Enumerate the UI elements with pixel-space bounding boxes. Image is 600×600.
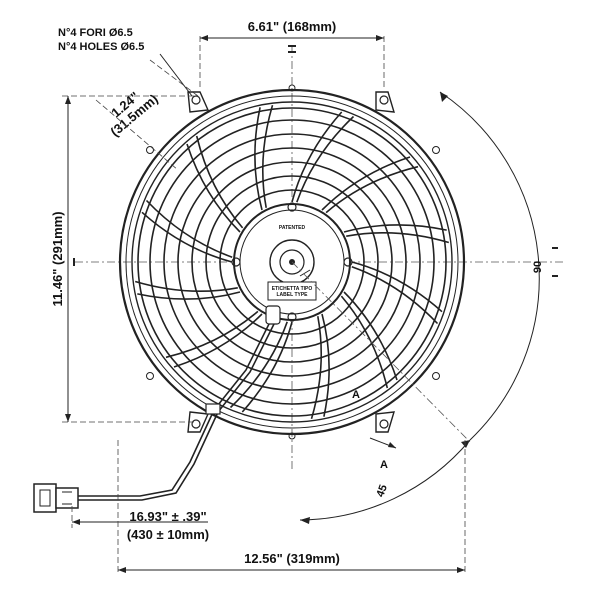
grille-rings xyxy=(137,107,447,417)
dim-width: 12.56" (319mm) xyxy=(117,440,466,575)
grille-ring xyxy=(177,147,407,377)
grille-ring xyxy=(191,161,393,363)
grille-spoke xyxy=(173,313,263,368)
mounting-tab-top-right xyxy=(375,91,395,113)
hub-label-it: ETICHETTA TIPO xyxy=(272,286,313,292)
cable-grommet xyxy=(265,305,281,325)
dim-top: 6.61" (168mm) xyxy=(199,19,385,90)
mounting-tab-bottom-right xyxy=(375,411,395,433)
label-area xyxy=(267,281,317,301)
grille-ring xyxy=(163,133,421,391)
grille-ring xyxy=(219,189,365,335)
cable-clip xyxy=(205,403,221,415)
grille-spoke xyxy=(229,321,288,409)
grille-spoke xyxy=(134,280,238,293)
hub-screw-bottom xyxy=(287,312,297,322)
dim-top-text: 6.61" (168mm) xyxy=(248,19,337,34)
mounting-tab-bottom-left xyxy=(187,411,210,433)
grille-spoke xyxy=(343,224,447,233)
grille-spoke xyxy=(145,199,233,258)
angle-90-text: 90 xyxy=(532,261,544,273)
angle-arc: 90 45 xyxy=(291,91,558,524)
holes-note-it: N°4 FORI Ø6.5 xyxy=(58,27,133,39)
grille-spoke xyxy=(195,135,244,229)
grille-spoke xyxy=(261,104,274,208)
connector xyxy=(33,483,79,513)
dim-cable: 16.93" ± .39" (430 ± 10mm) xyxy=(71,506,209,542)
grille-spoke xyxy=(137,291,241,300)
dim-cable-mm: (430 ± 10mm) xyxy=(127,527,209,542)
hub-label-en: LABEL TYPE xyxy=(276,292,308,298)
section-mark-blade: A xyxy=(352,389,360,401)
fan-frame xyxy=(118,84,466,440)
dim-height: 11.46" (291mm) xyxy=(50,95,196,423)
grille-spoke xyxy=(351,266,439,325)
grille-spoke xyxy=(254,107,263,211)
holes-note-en: N°4 HOLES Ø6.5 xyxy=(58,41,144,53)
grille-spoke xyxy=(325,165,419,214)
centerline-ticks xyxy=(73,45,296,266)
grille-spoke xyxy=(241,321,293,413)
grille-spokes xyxy=(134,104,450,420)
power-cable xyxy=(78,305,281,501)
hub-patented-text: PATENTED xyxy=(279,225,306,231)
grille-ring xyxy=(149,119,435,405)
grille-spoke xyxy=(310,316,323,420)
grille-ring xyxy=(205,175,379,349)
grille-spoke xyxy=(141,211,233,263)
section-mark-text: A xyxy=(380,459,388,471)
dim-slot: 1.24" (31.5mm) xyxy=(107,89,160,140)
grille-spoke xyxy=(291,111,343,203)
grille-spoke xyxy=(165,310,259,359)
holes-note: N°4 FORI Ø6.5 N°4 HOLES Ø6.5 xyxy=(58,27,193,97)
hub-screw-left xyxy=(231,257,241,267)
hub-screw-top xyxy=(287,202,297,212)
grille-spoke xyxy=(296,115,355,203)
section-mark-a: A A xyxy=(352,389,397,471)
grille-ring xyxy=(137,107,447,417)
dim-cable-in: 16.93" ± .39" xyxy=(129,509,206,524)
grille-spoke xyxy=(351,261,443,313)
grille-spoke xyxy=(343,291,398,381)
hub-screw-right xyxy=(343,257,353,267)
grille-spoke xyxy=(321,313,330,417)
grille-spoke xyxy=(186,143,241,233)
mounting-tab-top-left xyxy=(187,91,210,113)
dim-height-text: 11.46" (291mm) xyxy=(50,211,65,306)
grille-spoke xyxy=(340,295,389,389)
grille-spoke xyxy=(346,231,450,244)
angle-45-text: 45 xyxy=(374,483,389,499)
grille-spoke xyxy=(321,156,411,211)
dim-width-text: 12.56" (319mm) xyxy=(244,551,340,566)
